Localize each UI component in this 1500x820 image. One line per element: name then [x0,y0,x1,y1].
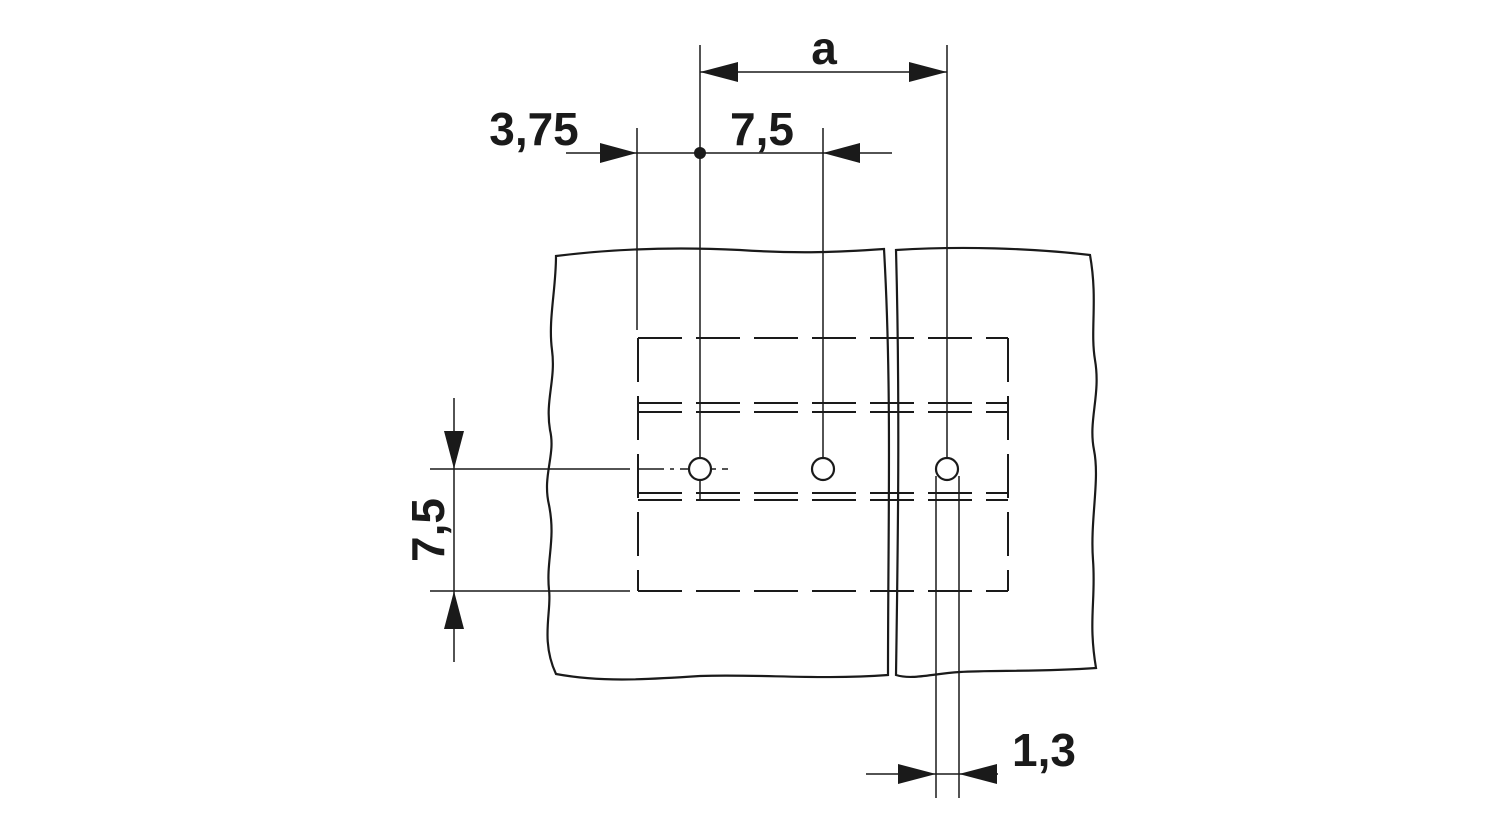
dimension-pitch-label: 7,5 [730,103,794,155]
dimension-offset-label: 3,75 [489,103,579,155]
pin-hole-1 [687,456,713,482]
board-right-outline [894,246,1098,678]
extension-lines [430,45,960,798]
dimension-a-label: a [811,22,837,74]
dimension-offset-pitch: 3,75 7,5 [489,103,892,163]
dimension-a: a [700,22,947,82]
pin-hole-2 [810,456,836,482]
dimension-pin-diameter-label: 1,3 [1012,724,1076,776]
board-left-outline [545,247,891,681]
dimension-row-pitch-label: 7,5 [402,498,454,562]
pin-holes [687,456,960,482]
dimension-row-pitch: 7,5 [402,398,464,662]
pin-hole-3 [934,456,960,482]
dimension-pin-diameter: 1,3 [866,724,1076,784]
